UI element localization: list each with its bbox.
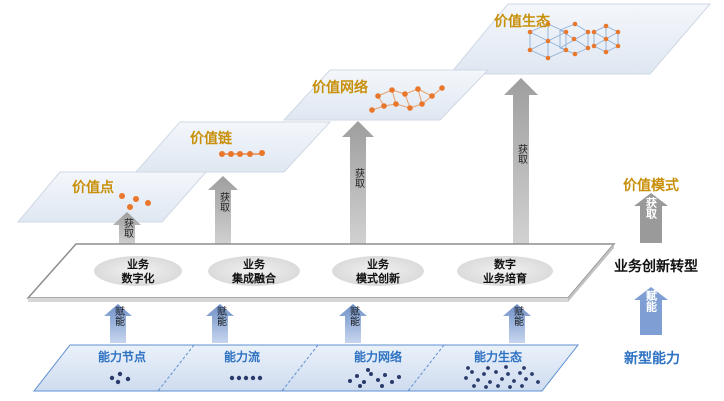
enable-arrow-3: 赋能 [339, 304, 367, 343]
enable-label-1: 赋能 [113, 306, 125, 327]
legend-acquire-arrow [634, 193, 668, 243]
svg-text:业务培育: 业务培育 [483, 271, 527, 285]
acquire-arrow-1 [113, 212, 141, 246]
enable-label-3: 赋能 [348, 306, 360, 327]
legend-enable-arrow [634, 287, 668, 335]
acquire-label-2: 获取 [218, 192, 230, 213]
svg-text:业务: 业务 [127, 257, 150, 271]
value-chain-title: 价值链 [190, 130, 233, 147]
svg-text:业务: 业务 [367, 257, 390, 271]
platform-value-ecosystem [448, 3, 712, 75]
acquire-label-3: 获取 [353, 168, 365, 189]
platform-value-point [16, 171, 208, 223]
enable-arrow-4: 赋能 [503, 304, 531, 343]
capability-flow-dots [229, 375, 263, 381]
business-item-model-innovation: 业务 模式创新 [332, 256, 424, 286]
platform-value-chain [134, 121, 332, 173]
business-item-digital-cultivation: 数字 业务培育 [457, 256, 553, 286]
legend-acquire-label: 获取 [645, 196, 658, 220]
acquire-arrow-4 [504, 78, 538, 246]
legend-value-mode: 价值模式 [623, 177, 679, 194]
value-point-nodes [119, 193, 151, 210]
value-ecosystem-graphs [527, 21, 621, 61]
capability-node-label: 能力节点 [98, 349, 146, 364]
capability-node-dots [109, 371, 131, 385]
enable-arrow-2: 赋能 [206, 304, 234, 343]
business-platform [26, 243, 616, 302]
business-item-digitalization: 业务 数字化 [94, 256, 182, 286]
capability-ecosystem-label: 能力生态 [474, 349, 522, 364]
enable-label-4: 赋能 [512, 306, 524, 327]
capability-ecosystem-dots [464, 365, 540, 389]
acquire-label-4: 获取 [516, 144, 528, 165]
svg-text:业务: 业务 [243, 257, 266, 271]
svg-text:数字化: 数字化 [122, 271, 155, 285]
legend-new-capability: 新型能力 [624, 350, 680, 367]
value-network-graph [369, 85, 445, 113]
acquire-arrow-2 [208, 176, 238, 246]
business-item-integration: 业务 集成融合 [208, 256, 300, 286]
acquire-arrow-3 [342, 121, 374, 246]
value-point-title: 价值点 [72, 179, 114, 196]
capability-network-label: 能力网络 [354, 349, 402, 364]
svg-text:集成融合: 集成融合 [231, 271, 277, 285]
enable-arrow-1: 赋能 [104, 304, 132, 343]
platform-value-network [282, 69, 490, 121]
svg-text:数字: 数字 [494, 257, 516, 271]
acquire-label-1: 获取 [122, 218, 134, 239]
capability-flow-label: 能力流 [224, 349, 260, 364]
value-chain-nodes [219, 150, 265, 157]
capability-platform [32, 344, 580, 392]
enable-label-2: 赋能 [215, 306, 227, 327]
svg-text:模式创新: 模式创新 [356, 271, 400, 285]
value-network-title: 价值网络 [312, 79, 368, 96]
legend-business-transform: 业务创新转型 [614, 258, 698, 275]
legend-enable-label: 赋能 [645, 289, 658, 313]
value-ecosystem-title: 价值生态 [494, 13, 550, 30]
capability-network-dots [348, 368, 401, 388]
